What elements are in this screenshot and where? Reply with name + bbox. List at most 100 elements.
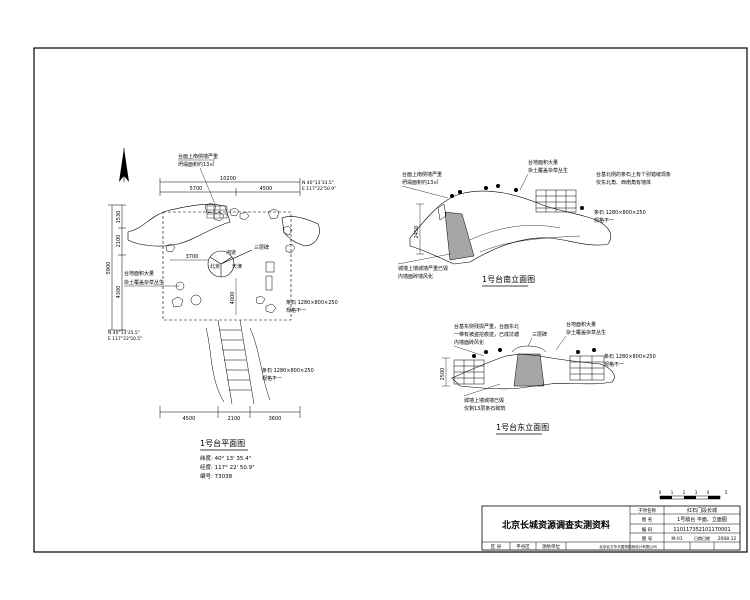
plan-view: 10200 5700 4500 台面上南侧墙严重 坍塌面积约13㎡ N 40°1…: [106, 148, 338, 480]
south-callout-stone-2: 规格不一: [594, 217, 614, 224]
plan-info-no: 编号: 73038: [200, 472, 233, 480]
east-callout-b-2: 仅剩13层条石砌筑: [464, 405, 505, 412]
tb-b-value: 平谷区: [516, 543, 530, 550]
east-callout-tl-1: 台基东侧残损严重，台面东北: [454, 323, 519, 330]
plan-terrain-nw: [127, 204, 231, 247]
east-callout-tr-1: 台地面积大量: [566, 321, 596, 328]
plan-callout-top-1: 台面上南侧墙严重: [178, 153, 218, 160]
south-dim-h: 2450: [414, 226, 420, 239]
east-rubble: [472, 348, 596, 358]
plan-dim-left-b: 2100: [116, 235, 122, 248]
east-callout-stone-2: 规格不一: [604, 361, 624, 368]
plan-stairway: [205, 319, 271, 405]
plan-dim-top-left: 5700: [190, 186, 203, 192]
east-callout-stone-1: 条石 1280×800×250: [604, 353, 656, 360]
plan-lbl-tianjin: 天津: [232, 263, 242, 270]
south-terrain: [409, 190, 612, 265]
south-hatched-rock: [444, 211, 475, 261]
south-callout-tl-2: 坍塌面积约13㎡: [402, 179, 438, 186]
scale-label-4: 4: [707, 490, 710, 495]
plan-brick-pile: [206, 205, 228, 219]
tb-r3-label: 编 码: [642, 526, 653, 533]
east-title: 1号台东立面图: [496, 422, 549, 432]
scale-label-5: 5: [725, 490, 728, 495]
south-callout-tl-1: 台面上南侧墙严重: [402, 171, 442, 178]
plan-info-lon: 经度: 117° 22' 50.9": [200, 463, 255, 471]
plan-title: 1号台平面图: [200, 438, 245, 448]
south-terrain-lines: [469, 225, 581, 253]
plan-dim-bottom: [159, 406, 301, 418]
plan-callout-left-2: 杂土覆盖杂草丛生: [124, 279, 164, 286]
plan-rubble: [165, 202, 296, 314]
plan-dim-left-total: 5900: [106, 262, 112, 275]
scale-label-0: 0: [659, 490, 662, 495]
south-callout-bl-1: 城墙上墙城墙严重已毁: [398, 265, 448, 272]
plan-lbl-north: 北京: [210, 263, 220, 270]
plan-coord-sw-2: E 117°22'50.5": [108, 336, 142, 342]
east-callout-tl-3: 内墙面砖风化: [454, 339, 484, 346]
north-arrow-icon: [119, 148, 129, 182]
plan-coord-ne-1: N 40°13'33.5": [302, 180, 334, 186]
plan-dim-bottom-a: 4500: [183, 416, 196, 422]
tb-b-label2: 测绘单位: [542, 543, 560, 550]
tb-r2-label: 图 名: [642, 516, 652, 523]
plan-platform-outline: [162, 211, 292, 321]
scale-label-2: 2: [683, 490, 686, 495]
tb-r4-label: 图 号: [642, 536, 653, 542]
tb-r1-label: 子项名称: [638, 507, 656, 514]
plan-dim-left-a: 1530: [116, 211, 122, 224]
sheet-border: [33, 47, 748, 553]
tb-r4-label2: 日期日期: [694, 535, 710, 541]
south-callout-far-1: 台基北侧的条石上有个别错缝现象: [596, 171, 671, 178]
plan-lbl-river: 河道: [226, 249, 236, 256]
tb-r2-value: 1号敌台 平面、立面图: [677, 516, 727, 523]
plan-coord-sw-1: N 40°13'35.5": [108, 330, 140, 336]
plan-callout-bottom-2: 规格不一: [262, 375, 282, 382]
plan-callout-right-2: 规格不一: [286, 307, 306, 314]
plan-info-lat: 纬度: 40° 13' 35.4": [200, 454, 251, 462]
south-callout-tr-1: 台地面积大量: [528, 159, 558, 166]
plan-dim-inner-h: 4000: [230, 292, 236, 305]
east-terrain: [451, 353, 615, 390]
east-elevation: 台基东侧残损严重，台面东北 一带有被盗挖痕迹，已成坑塘 内墙面砖风化 三层碑 台…: [440, 321, 656, 435]
plan-callout-top-2: 坍塌面积约13㎡: [178, 161, 214, 168]
east-center-pit: [513, 353, 545, 387]
east-callout-tl-2: 一带有被盗挖痕迹，已成坑塘: [454, 331, 519, 338]
plan-dim-left-c: 4300: [116, 286, 122, 299]
east-callout-mid: 三层碑: [532, 331, 547, 338]
plan-dim-top-right: 4500: [260, 186, 273, 192]
tb-r3-value: 110117352101170001: [673, 527, 730, 533]
plan-callout-bottom-1: 条石 1280×800×250: [262, 367, 314, 374]
east-dim-h: 2500: [440, 368, 446, 381]
south-callout-far-2: 仅东北角、西南角有墙体: [596, 179, 651, 186]
south-callout-tr-2: 杂土覆盖杂草丛生: [528, 167, 568, 174]
plan-dim-inner-w: 3700: [186, 254, 199, 260]
plan-dim-bottom-c: 3600: [269, 416, 282, 422]
tb-r4-value: M-01: [671, 536, 682, 542]
east-masonry: [453, 355, 605, 385]
tb-b-value2: 北京北方华天建筑勘测设计有限公司: [599, 544, 657, 549]
scale-label-1: 1: [671, 490, 674, 495]
plan-terrain-ne: [281, 216, 320, 247]
plan-dim-bottom-b: 2100: [228, 416, 241, 422]
south-callout-bl-2: 内墙面砖墙风化: [398, 273, 433, 280]
plan-callout-right-1: 条石 1280×800×250: [286, 299, 338, 306]
south-rubble: [450, 184, 584, 210]
south-title: 1号台南立面图: [482, 274, 535, 284]
plan-dim-top-total: 10200: [220, 176, 236, 182]
title-block: [481, 505, 741, 551]
scale-bar: 0 1 2 3 4 5: [659, 490, 728, 500]
tb-b-label: 区 县: [491, 544, 502, 550]
east-callout-tr-2: 杂土覆盖杂草丛生: [566, 329, 606, 336]
tb-r4-value2: 2008.12: [718, 536, 737, 542]
south-elevation: 台面上南侧墙严重 坍塌面积约13㎡ 台地面积大量 杂土覆盖杂草丛生 台基北侧的条…: [397, 159, 671, 287]
plan-callout-left-1: 台地面积大量: [124, 270, 154, 277]
plan-dim-top: [159, 178, 301, 196]
plan-lbl-sanji: 三层碑: [254, 244, 269, 251]
south-masonry: [535, 189, 577, 213]
plan-center-compass: [207, 249, 253, 278]
east-callout-b-1: 城墙上墙城墙已毁: [464, 397, 504, 404]
plan-coord-ne-2: E 117°22'50.9": [302, 186, 336, 192]
tb-r1-value: 红石门段长城: [687, 507, 717, 514]
